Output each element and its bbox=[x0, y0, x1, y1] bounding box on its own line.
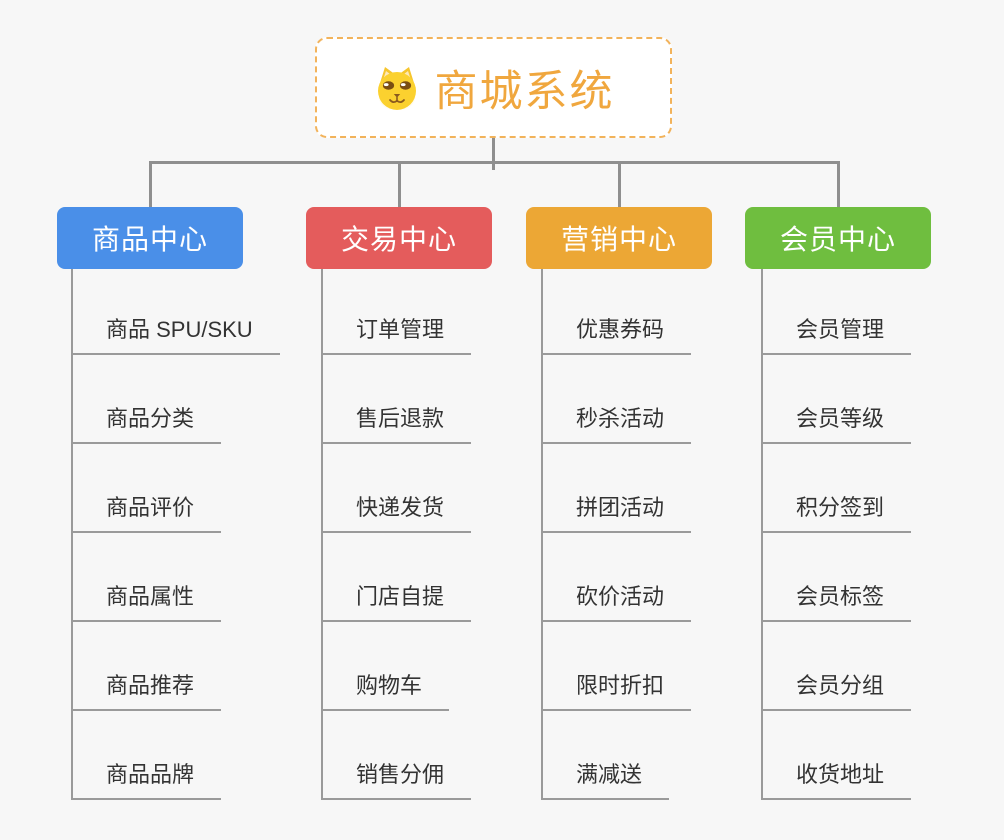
child-node[interactable]: 购物车 bbox=[323, 668, 450, 711]
branch-children-marketing: 优惠券码 秒杀活动 拼团活动 砍价活动 限时折扣 满减送 bbox=[541, 269, 692, 800]
child-row: 购物车 bbox=[323, 622, 471, 711]
child-row: 商品 SPU/SKU bbox=[73, 269, 280, 355]
child-node[interactable]: 积分签到 bbox=[763, 490, 912, 533]
child-node[interactable]: 收货地址 bbox=[763, 757, 912, 800]
child-node[interactable]: 快递发货 bbox=[323, 490, 472, 533]
child-row: 满减送 bbox=[543, 711, 691, 800]
child-node[interactable]: 商品评价 bbox=[73, 490, 222, 533]
branch-node-marketing-center[interactable]: 营销中心 bbox=[526, 207, 712, 269]
child-row: 售后退款 bbox=[323, 355, 472, 444]
shiba-dog-icon bbox=[373, 64, 421, 112]
child-row: 商品评价 bbox=[73, 444, 280, 533]
child-node[interactable]: 会员标签 bbox=[763, 579, 912, 622]
root-title: 商城系统 bbox=[434, 67, 615, 116]
child-row: 商品品牌 bbox=[73, 711, 280, 800]
child-node[interactable]: 秒杀活动 bbox=[543, 401, 692, 444]
child-node[interactable]: 限时折扣 bbox=[543, 668, 692, 711]
branch-label: 营销中心 bbox=[560, 224, 677, 255]
child-node[interactable]: 门店自提 bbox=[323, 579, 472, 622]
child-node[interactable]: 商品品牌 bbox=[73, 757, 222, 800]
connector-stub-product bbox=[149, 161, 152, 207]
child-row: 拼团活动 bbox=[543, 444, 692, 533]
branch-node-member-center[interactable]: 会员中心 bbox=[745, 207, 931, 269]
child-node[interactable]: 售后退款 bbox=[323, 401, 472, 444]
child-node[interactable]: 商品 SPU/SKU bbox=[73, 312, 280, 355]
child-row: 会员分组 bbox=[763, 622, 912, 711]
branch-label: 交易中心 bbox=[340, 224, 457, 255]
branch-label: 商品中心 bbox=[91, 224, 208, 255]
branch-children-product: 商品 SPU/SKU 商品分类 商品评价 商品属性 商品推荐 商品品牌 bbox=[71, 269, 280, 800]
child-row: 门店自提 bbox=[323, 533, 472, 622]
branch-node-product-center[interactable]: 商品中心 bbox=[57, 207, 243, 269]
child-node[interactable]: 商品分类 bbox=[73, 401, 222, 444]
connector-root-stub bbox=[492, 138, 495, 170]
connector-stub-marketing bbox=[618, 161, 621, 207]
child-row: 积分签到 bbox=[763, 444, 912, 533]
child-row: 商品属性 bbox=[73, 533, 280, 622]
child-node[interactable]: 优惠券码 bbox=[543, 312, 692, 355]
child-row: 会员管理 bbox=[763, 269, 912, 355]
child-row: 砍价活动 bbox=[543, 533, 692, 622]
child-row: 销售分佣 bbox=[323, 711, 472, 800]
child-row: 会员等级 bbox=[763, 355, 912, 444]
child-node[interactable]: 会员管理 bbox=[763, 312, 912, 355]
root-node[interactable]: 商城系统 bbox=[315, 37, 672, 138]
child-node[interactable]: 会员等级 bbox=[763, 401, 912, 444]
branch-children-member: 会员管理 会员等级 积分签到 会员标签 会员分组 收货地址 bbox=[761, 269, 912, 800]
child-row: 商品分类 bbox=[73, 355, 280, 444]
child-row: 订单管理 bbox=[323, 269, 472, 355]
child-node[interactable]: 商品属性 bbox=[73, 579, 222, 622]
child-node[interactable]: 销售分佣 bbox=[323, 757, 472, 800]
branch-label: 会员中心 bbox=[779, 224, 896, 255]
child-node[interactable]: 会员分组 bbox=[763, 668, 912, 711]
branch-node-trade-center[interactable]: 交易中心 bbox=[306, 207, 492, 269]
child-node[interactable]: 拼团活动 bbox=[543, 490, 692, 533]
child-row: 秒杀活动 bbox=[543, 355, 692, 444]
child-row: 快递发货 bbox=[323, 444, 472, 533]
connector-horizontal-line bbox=[149, 161, 839, 164]
child-node[interactable]: 商品推荐 bbox=[73, 668, 222, 711]
connector-stub-member bbox=[837, 161, 840, 207]
branch-children-trade: 订单管理 售后退款 快递发货 门店自提 购物车 销售分佣 bbox=[321, 269, 472, 800]
child-row: 收货地址 bbox=[763, 711, 912, 800]
child-node[interactable]: 满减送 bbox=[543, 757, 670, 800]
child-row: 限时折扣 bbox=[543, 622, 692, 711]
child-node[interactable]: 订单管理 bbox=[323, 312, 472, 355]
connector-stub-trade bbox=[398, 161, 401, 207]
child-row: 商品推荐 bbox=[73, 622, 280, 711]
child-node[interactable]: 砍价活动 bbox=[543, 579, 692, 622]
child-row: 优惠券码 bbox=[543, 269, 692, 355]
child-row: 会员标签 bbox=[763, 533, 912, 622]
